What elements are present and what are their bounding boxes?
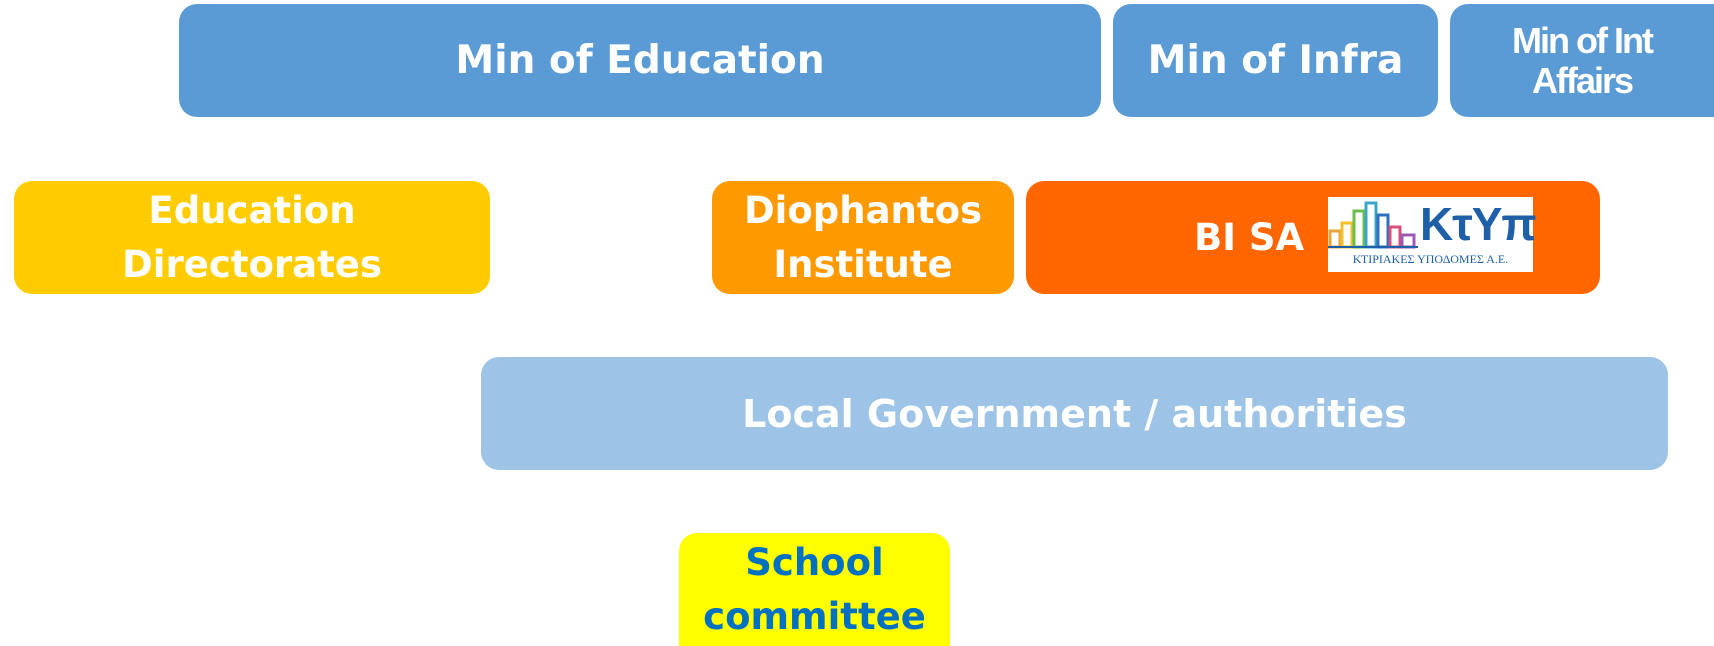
node-label-line-1: School (745, 540, 884, 584)
node-education-directorates: Education Directorates (14, 181, 490, 294)
node-label: BI SA (1194, 216, 1305, 259)
node-school-committee: School committee (679, 533, 950, 646)
node-diophantos-institute: Diophantos Institute (712, 181, 1014, 294)
building-bars-icon (1328, 201, 1418, 249)
logo-subtitle: ΚΤΙΡΙΑΚΕΣ ΥΠΟΔΟΜΕΣ Α.Ε. (1352, 252, 1509, 266)
node-label-line-1: Diophantos (743, 188, 983, 232)
node-min-of-infra: Min of Infra (1113, 4, 1438, 117)
node-label-line-1: Min of Int (1512, 19, 1654, 61)
logo-wordmark: ΚτΥπ (1420, 198, 1537, 250)
node-label: Min of Infra (1147, 38, 1404, 83)
ktyp-logo: ΚτΥπ ΚΤΙΡΙΑΚΕΣ ΥΠΟΔΟΜΕΣ Α.Ε. (1328, 197, 1537, 272)
node-label-line-2: Directorates (122, 242, 382, 286)
node-label: Local Government / authorities (742, 391, 1407, 436)
node-min-of-int-affairs: Min of Int Affairs (1450, 4, 1714, 117)
node-label-line-2: committee (703, 594, 926, 638)
node-label-line-2: Institute (773, 242, 953, 286)
node-min-of-education: Min of Education (179, 4, 1101, 117)
node-label: Min of Education (455, 38, 825, 83)
node-label-line-2: Affairs (1531, 59, 1634, 101)
node-local-government: Local Government / authorities (481, 357, 1668, 470)
node-label-line-1: Education (148, 188, 356, 232)
